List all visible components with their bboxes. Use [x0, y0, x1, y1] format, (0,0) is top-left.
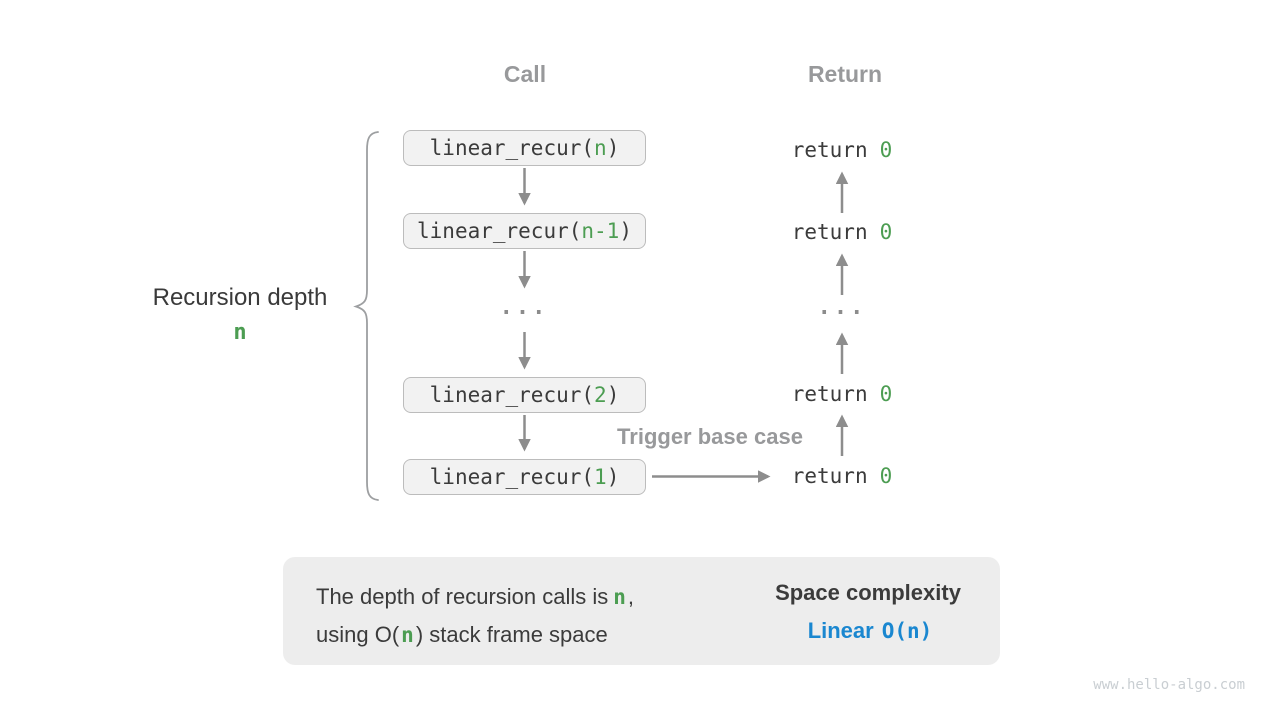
call-ellipsis: ... — [499, 295, 549, 320]
call-frame-n: linear_recur(n) — [403, 130, 646, 166]
call-close-paren: ) — [606, 136, 620, 160]
call-arg: n-1 — [581, 219, 620, 243]
space-complexity-value: Linear O(n) — [768, 618, 972, 644]
call-fn-text: linear_recur( — [429, 465, 595, 489]
complexity-class-label: Linear — [807, 618, 874, 643]
call-frame-1: linear_recur(1) — [403, 459, 646, 495]
summary-line2-head: using O( — [316, 622, 400, 647]
trigger-base-case-label: Trigger base case — [617, 424, 803, 449]
call-fn-text: linear_recur( — [417, 219, 582, 243]
summary-line1-text: The depth of recursion calls is — [316, 584, 609, 609]
summary-line-2: using O(n) stack frame space — [316, 616, 716, 654]
call-arg: 2 — [594, 383, 607, 407]
summary-line2-var: n — [401, 623, 414, 647]
return-statement-2: return 0 — [742, 218, 942, 246]
call-close-paren: ) — [619, 219, 632, 243]
call-column-header: Call — [503, 61, 547, 87]
summary-panel — [283, 557, 1000, 665]
return-statement-4: return 0 — [742, 462, 942, 490]
call-fn-text: linear_recur( — [429, 383, 595, 407]
return-value: 0 — [879, 220, 893, 244]
return-ellipsis: ... — [817, 295, 867, 320]
complexity-expression: O(n) — [881, 619, 933, 643]
summary-line2-tail: ) stack frame space — [415, 622, 608, 647]
call-close-paren: ) — [606, 383, 620, 407]
return-value: 0 — [879, 464, 893, 488]
return-value: 0 — [879, 138, 893, 162]
watermark: www.hello-algo.com — [1093, 677, 1245, 693]
summary-line1-var: n — [613, 585, 626, 609]
return-statement-1: return 0 — [742, 136, 942, 164]
call-arg: 1 — [594, 465, 607, 489]
return-column-header: Return — [807, 61, 883, 87]
return-value: 0 — [879, 382, 893, 406]
return-statement-3: return 0 — [742, 380, 942, 408]
return-keyword: return — [791, 464, 868, 488]
recursion-depth-brace — [353, 131, 379, 501]
return-keyword: return — [791, 138, 868, 162]
call-fn-text: linear_recur( — [429, 136, 595, 160]
call-frame-n-1: linear_recur(n-1) — [403, 213, 646, 249]
call-frame-2: linear_recur(2) — [403, 377, 646, 413]
call-close-paren: ) — [606, 465, 620, 489]
return-keyword: return — [791, 220, 868, 244]
recursion-depth-label: Recursion depth — [152, 284, 328, 311]
summary-line1-tail: , — [627, 584, 635, 609]
recursion-depth-value: n — [233, 320, 247, 345]
space-complexity-title: Space complexity — [775, 580, 961, 605]
return-keyword: return — [791, 382, 868, 406]
call-arg: n — [594, 136, 607, 160]
